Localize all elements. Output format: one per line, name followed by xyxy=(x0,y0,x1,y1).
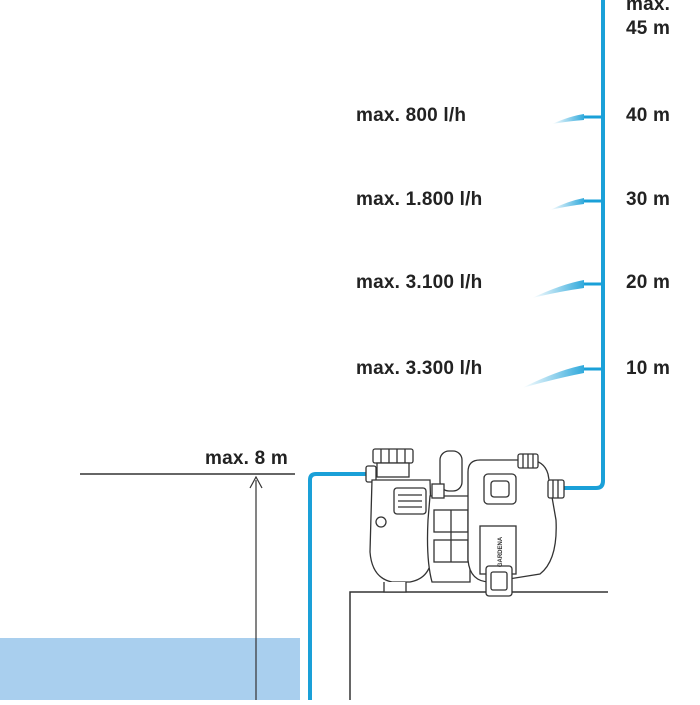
flow-label-30m: max. 1.800 l/h xyxy=(356,189,483,210)
suction-pipe xyxy=(308,472,372,700)
spray-jet-40m xyxy=(552,114,584,124)
height-label-30m: 30 m xyxy=(626,189,671,210)
flow-label-10m: max. 3.300 l/h xyxy=(356,358,483,379)
suction-height-label: max. 8 m xyxy=(205,448,288,469)
spray-jet-30m xyxy=(550,198,584,210)
spray-jets xyxy=(522,114,584,388)
suction-arrow-head xyxy=(249,475,263,489)
height-label-20m: 20 m xyxy=(626,272,671,293)
flow-label-40m: max. 800 l/h xyxy=(356,105,467,126)
spray-jet-10m xyxy=(522,365,584,388)
water-reservoir xyxy=(0,638,300,700)
height-label-10m: 10 m xyxy=(626,358,671,379)
ground-platform xyxy=(349,591,608,700)
spray-jet-20m xyxy=(532,280,584,298)
pressure-taps xyxy=(584,115,603,371)
pump-brand: GARDENA xyxy=(498,536,504,567)
pump-body xyxy=(365,448,565,597)
max-height-label-line2: 45 m xyxy=(626,18,671,39)
height-label-40m: 40 m xyxy=(626,105,671,126)
flow-label-20m: max. 3.100 l/h xyxy=(356,272,483,293)
max-height-label-line1: max. xyxy=(626,0,671,15)
discharge-pipe xyxy=(564,0,605,490)
